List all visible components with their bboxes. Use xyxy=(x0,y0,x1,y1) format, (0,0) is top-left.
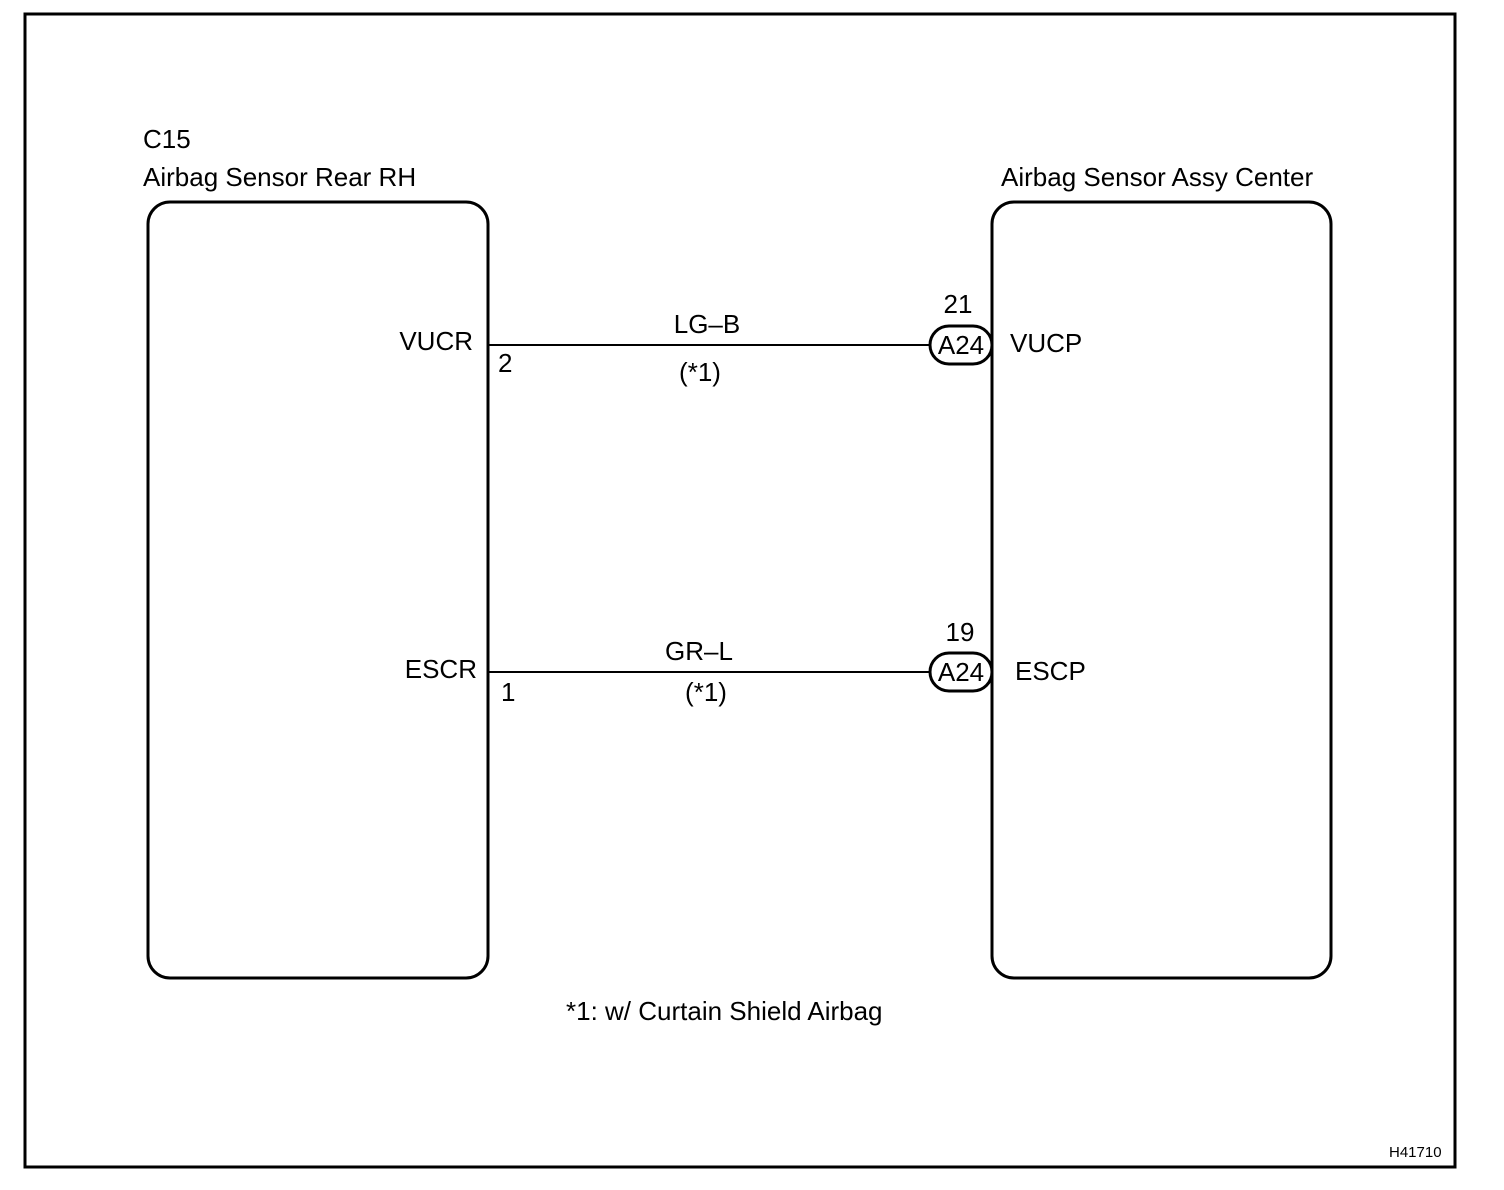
right-component-name: Airbag Sensor Assy Center xyxy=(1001,162,1313,192)
wire-color-code: GR–L xyxy=(665,636,733,666)
footnote: *1: w/ Curtain Shield Airbag xyxy=(566,996,883,1026)
left-pin-number: 2 xyxy=(498,348,512,378)
right-component-box xyxy=(990,200,1333,980)
wire-note: (*1) xyxy=(679,357,721,387)
left-component-code: C15 xyxy=(143,124,191,154)
left-component-name: Airbag Sensor Rear RH xyxy=(143,162,416,192)
right-pin-number: 19 xyxy=(946,617,975,647)
wire-vucr-vucp: VUCR 2 LG–B (*1) 21 A24 VUCP xyxy=(399,289,1082,387)
connector-oval xyxy=(928,651,994,693)
left-pin-number: 1 xyxy=(501,677,515,707)
wire-note: (*1) xyxy=(685,677,727,707)
right-pin-name: VUCP xyxy=(1010,328,1082,358)
connector-label: A24 xyxy=(938,657,984,687)
connector-oval xyxy=(928,324,994,366)
diagram-frame xyxy=(23,12,1457,1169)
left-component-box xyxy=(146,200,490,980)
left-pin-name: VUCR xyxy=(399,326,473,356)
wire-escr-escp: ESCR 1 GR–L (*1) 19 A24 ESCP xyxy=(405,617,1086,707)
wire-color-code: LG–B xyxy=(674,309,741,339)
figure-id: H41710 xyxy=(1389,1144,1442,1161)
right-pin-number: 21 xyxy=(944,289,973,319)
left-pin-name: ESCR xyxy=(405,654,477,684)
connector-label: A24 xyxy=(938,330,984,360)
right-pin-name: ESCP xyxy=(1015,656,1086,686)
